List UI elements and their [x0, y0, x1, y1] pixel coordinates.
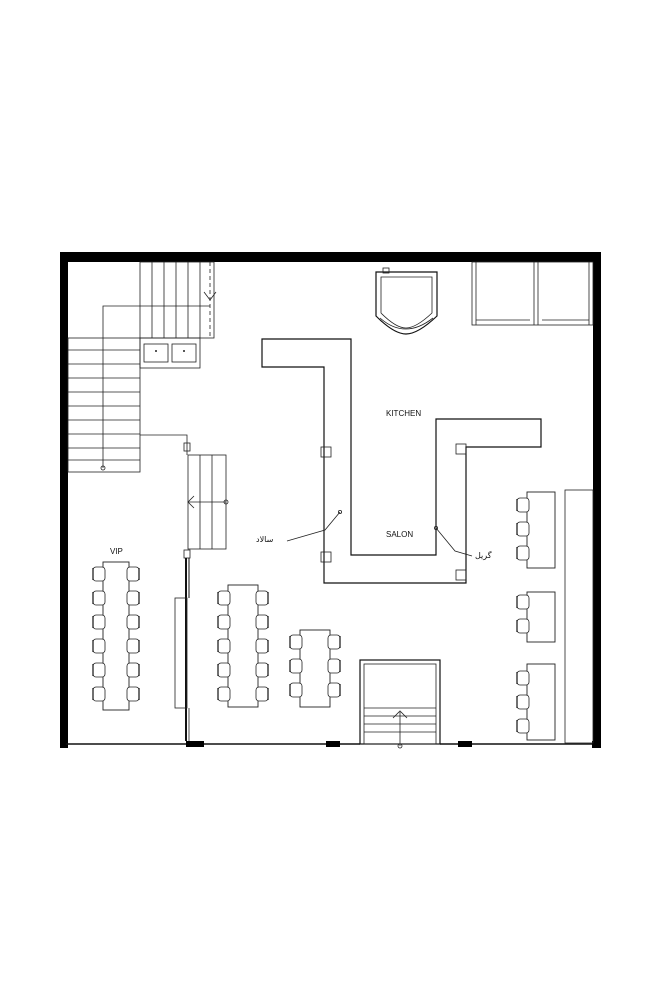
- table: [102, 561, 130, 711]
- chair: [255, 662, 269, 678]
- table: [526, 491, 556, 569]
- small-staircase: [140, 434, 229, 559]
- chair: [92, 566, 106, 582]
- chair: [126, 662, 140, 678]
- kitchen-counter: [261, 338, 542, 584]
- chair: [92, 662, 106, 678]
- dining-tables: [92, 491, 556, 741]
- table: [526, 591, 556, 643]
- salon-label: SALON: [386, 530, 413, 539]
- vip-partition: [174, 558, 190, 741]
- chair: [217, 662, 231, 678]
- table: [227, 584, 259, 708]
- chair: [516, 521, 530, 537]
- chair: [126, 590, 140, 606]
- table: [526, 663, 556, 741]
- chair: [516, 718, 530, 734]
- chair: [255, 686, 269, 702]
- chair: [217, 638, 231, 654]
- chair: [92, 590, 106, 606]
- chair: [255, 614, 269, 630]
- chair: [255, 590, 269, 606]
- entrance-staircase: [359, 659, 441, 749]
- chair: [126, 638, 140, 654]
- chair: [217, 614, 231, 630]
- chair: [516, 618, 530, 634]
- refrigerators: [471, 261, 594, 326]
- chair: [289, 634, 303, 650]
- chair: [126, 614, 140, 630]
- annotation-leaders: [286, 509, 473, 557]
- chair: [327, 682, 341, 698]
- chair: [217, 686, 231, 702]
- vip-label: VIP: [110, 547, 123, 556]
- main-staircase: [67, 261, 217, 473]
- chair: [217, 590, 231, 606]
- chair: [516, 497, 530, 513]
- chair: [516, 594, 530, 610]
- chair: [92, 686, 106, 702]
- chair: [126, 566, 140, 582]
- chair: [289, 658, 303, 674]
- chair: [516, 694, 530, 710]
- wall-bench: [564, 489, 594, 744]
- table: [299, 629, 331, 708]
- double-sink: [139, 337, 201, 369]
- chair: [516, 670, 530, 686]
- chair: [327, 658, 341, 674]
- salad-label: سالاد: [256, 535, 274, 544]
- oven-icon: [375, 267, 438, 335]
- chair: [327, 634, 341, 650]
- chair: [255, 638, 269, 654]
- chair: [126, 686, 140, 702]
- chair: [289, 682, 303, 698]
- grill-label: گریل: [475, 550, 492, 560]
- chair: [92, 614, 106, 630]
- kitchen-label: KITCHEN: [386, 409, 421, 418]
- chair: [516, 545, 530, 561]
- exterior-walls: [60, 252, 601, 748]
- chair: [92, 638, 106, 654]
